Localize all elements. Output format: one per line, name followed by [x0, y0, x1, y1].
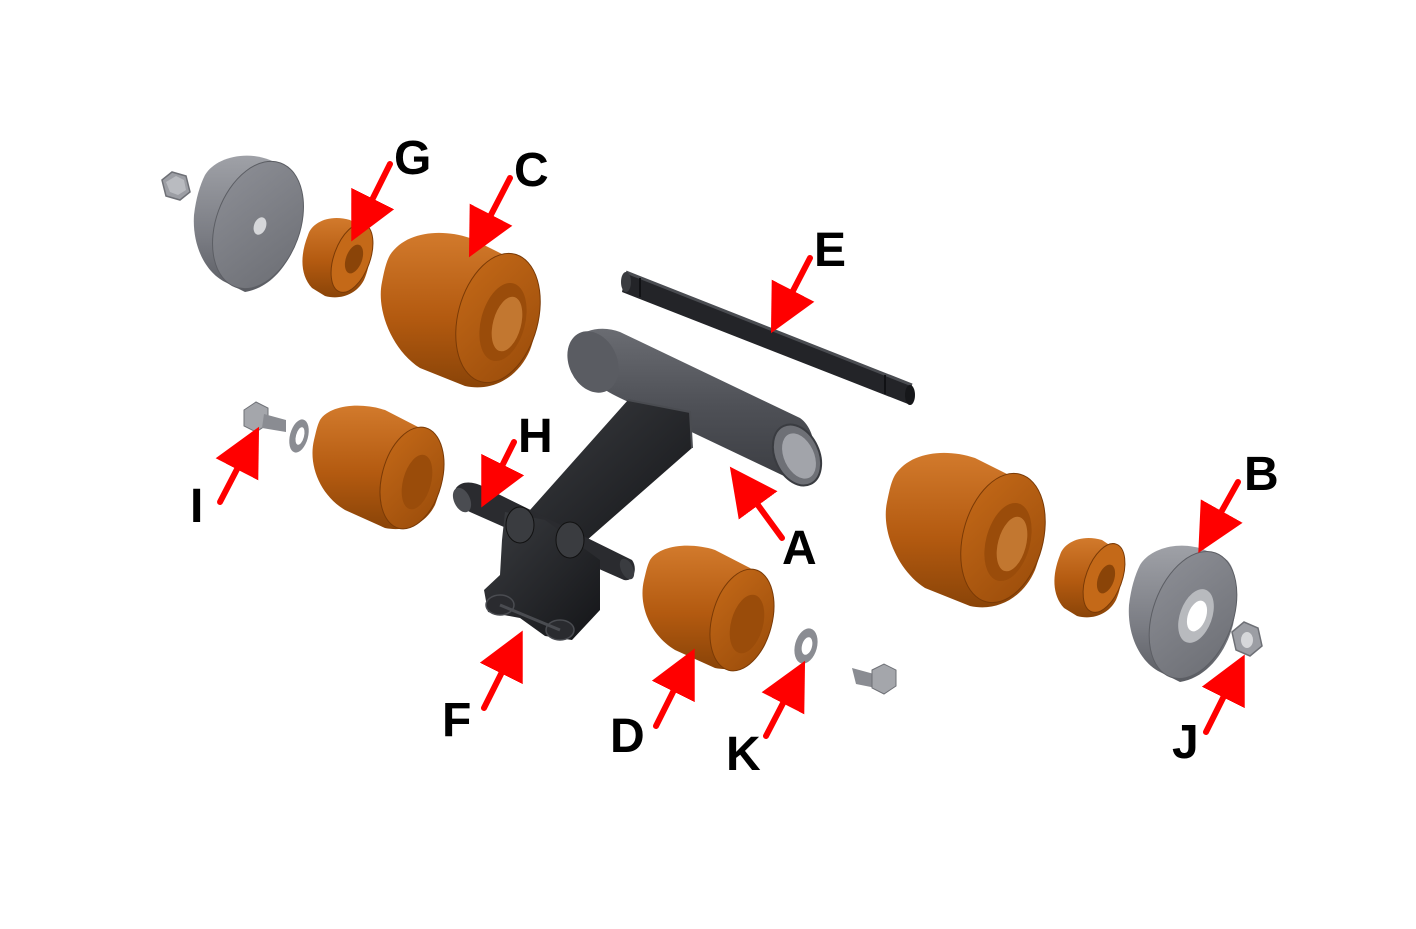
bracket-f [484, 506, 600, 641]
arrow-i [215, 426, 260, 505]
label-b: B [1244, 448, 1279, 501]
roller-d [642, 545, 775, 672]
right-nut-j [1231, 621, 1263, 657]
left-middle-roller [312, 405, 445, 530]
callout-arrows [215, 161, 1245, 739]
arrow-h [481, 439, 525, 508]
label-j: J [1172, 716, 1199, 769]
right-bolt [852, 663, 897, 695]
arrow-g [351, 161, 395, 242]
label-e: E [814, 224, 846, 277]
label-k: K [726, 728, 761, 781]
arrow-c [468, 175, 513, 258]
right-outer-wheel-disk-b [1128, 545, 1238, 682]
callout-labels: A B C D E F G H I J K [190, 132, 1279, 781]
left-end-nut [161, 171, 191, 201]
arrow-b [1198, 479, 1243, 553]
arrow-k [761, 660, 806, 739]
arrow-a [729, 466, 785, 541]
large-roller-c [380, 232, 541, 388]
axle-rod-e [621, 270, 915, 405]
label-f: F [442, 694, 471, 747]
left-bolt-i [243, 401, 286, 433]
label-i: I [190, 480, 203, 533]
label-h: H [518, 410, 553, 463]
label-c: C [514, 144, 549, 197]
arrow-d [651, 648, 695, 729]
label-d: D [610, 710, 645, 763]
frame-arm [530, 399, 693, 548]
left-outer-wheel-disk [193, 155, 304, 292]
main-tube-a [567, 328, 823, 487]
label-g: G [394, 132, 431, 185]
right-flanged-bushing [1054, 537, 1126, 618]
label-a: A [782, 522, 817, 575]
flanged-bushing-g [302, 217, 374, 298]
arrow-j [1201, 654, 1245, 735]
arrow-f [479, 630, 523, 711]
washer-k [794, 628, 818, 664]
left-washer [289, 419, 309, 453]
arrow-e [770, 255, 815, 334]
right-large-roller [885, 452, 1046, 608]
